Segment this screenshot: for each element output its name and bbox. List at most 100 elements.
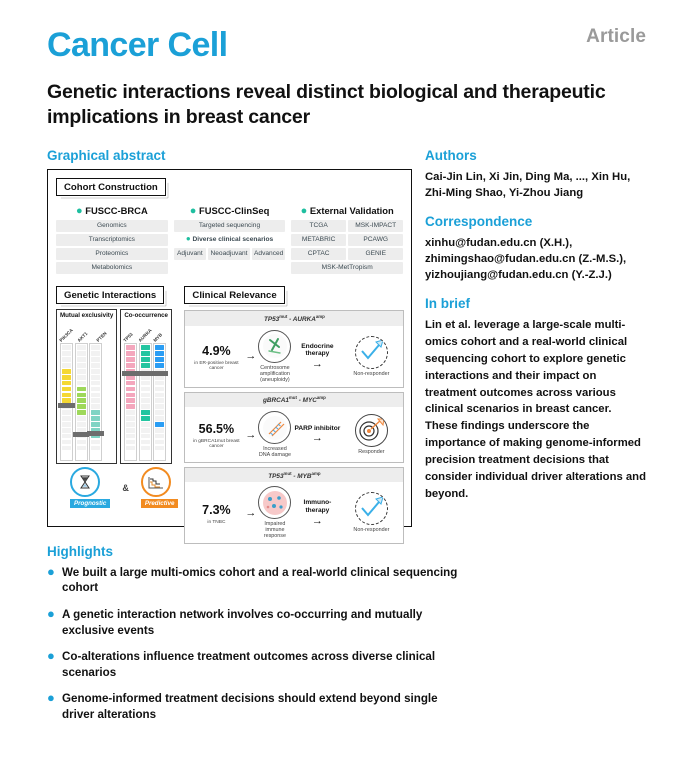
cohort-item: METABRIC — [291, 234, 346, 246]
oncoplot-tracks — [58, 343, 113, 462]
prevalence-stat: 56.5% in gBRCA1mut breast cancer — [189, 420, 243, 449]
cohort-columns: ● FUSCC-BRCA Genomics Transcriptomics Pr… — [56, 205, 404, 276]
cohort-item: GENIE — [348, 248, 404, 260]
cohort-column-title: ● FUSCC-BRCA — [75, 205, 148, 218]
dna-damage-icon — [258, 411, 292, 445]
clinical-relevance-row: TP53mut - AURKAamp 4.9% in ER-positive b… — [184, 310, 405, 388]
highlight-item: ● We built a large multi-omics cohort an… — [47, 563, 467, 596]
correspondence-block: Correspondence xinhu@fudan.edu.cn (X.H.)… — [425, 214, 646, 283]
survival-curve-icon — [140, 467, 171, 498]
correspondence-heading: Correspondence — [425, 213, 533, 229]
treatment-label: Immuno- therapy — [303, 499, 332, 514]
highlight-item: ● Co-alterations influence treatment out… — [47, 649, 467, 680]
cohort-scenario-row: Adjuvant Neoadjuvant Advanced — [173, 248, 286, 262]
gene-track — [151, 343, 169, 462]
graphical-abstract-figure: Cohort Construction ● FUSCC-BRCA Genomic… — [47, 168, 412, 545]
highlight-text: Genome-informed treatment decisions shou… — [62, 692, 438, 722]
graphical-abstract-lower: Genetic Interactions Mutual exclusivity … — [56, 285, 405, 548]
arrow-icon: → — [245, 506, 257, 519]
highlight-text: We built a large multi-omics cohort and … — [62, 565, 458, 595]
authors-list: Cai-Jin Lin, Xi Jin, Ding Ma, ..., Xin H… — [425, 170, 631, 199]
authors-block: Authors Cai-Jin Lin, Xi Jin, Ding Ma, ..… — [425, 148, 646, 201]
interaction-legend: Prognostic & — [56, 467, 179, 509]
cohort-item: Metabolomics — [56, 262, 168, 274]
hourglass-icon — [70, 467, 100, 498]
metadata-column: Authors Cai-Jin Lin, Xi Jin, Ding Ma, ..… — [425, 148, 646, 527]
cohort-item: PCAWG — [348, 234, 404, 246]
cohort-item: TCGA — [291, 220, 346, 232]
cohort-item: Targeted sequencing — [173, 220, 286, 232]
prevalence-value: 7.3% — [202, 502, 231, 517]
highlight-text: Co-alterations influence treatment outco… — [62, 650, 436, 679]
oncoplot-mutual-exclusivity: Mutual exclusivity PIK3CA AKT1 PTEN — [56, 309, 118, 465]
mechanism-label: Impaired immune response — [263, 521, 286, 540]
highlights-section: Highlights ● We built a large multi-omic… — [47, 544, 467, 723]
oncoplot-caption: Mutual exclusivity — [60, 312, 114, 320]
gene-track — [58, 343, 75, 462]
article-type-label: Article — [586, 26, 646, 47]
bullet-dot-icon: ● — [47, 648, 55, 664]
mechanism-block: Increased DNA damage — [258, 411, 292, 458]
treatment-block: PARP inhibitor → — [291, 425, 343, 445]
cohort-column-title: ● External Validation — [300, 205, 394, 218]
clinical-relevance-rows: TP53mut - AURKAamp 4.9% in ER-positive b… — [184, 310, 405, 545]
gene-label: PIK3CA — [58, 327, 74, 344]
genetic-interactions-tag: Genetic Interactions — [56, 286, 165, 305]
immune-cells-icon — [258, 486, 292, 520]
bullet-dot-icon: ● — [300, 205, 308, 218]
clinical-relevance-row: gBRCA1mut - MYCamp 56.5% in gBRCA1mut br… — [184, 391, 405, 464]
legend-predictive: Predictive — [140, 467, 179, 509]
highlight-item: ● Genome-informed treatment decisions sh… — [47, 691, 467, 722]
oncoplot-tracks — [122, 343, 169, 462]
prevalence-value: 4.9% — [202, 343, 231, 358]
cohort-item: MSK-MetTropism — [291, 262, 404, 274]
legend-label: Prognostic — [70, 499, 111, 509]
main-columns: Graphical abstract Cohort Construction ●… — [47, 147, 646, 545]
outcome-block: Non-responder — [343, 335, 399, 377]
gene-label: AKT1 — [76, 331, 89, 344]
prevalence-stat: 4.9% in ER-positive breast cancer — [189, 342, 243, 371]
oncoplot: Mutual exclusivity PIK3CA AKT1 PTEN — [56, 309, 178, 465]
in-brief-text: Lin et al. leverage a large-scale multi-… — [425, 318, 646, 501]
highlight-text: A genetic interaction network involves c… — [62, 607, 423, 637]
treatment-block: Immuno- therapy → — [291, 499, 343, 527]
gene-label-row: PIK3CA AKT1 PTEN — [58, 321, 113, 344]
cohort-item: Proteomics — [56, 248, 168, 260]
outcome-block: Non-responder — [343, 492, 399, 533]
genetic-interactions-panel: Genetic Interactions Mutual exclusivity … — [56, 285, 179, 548]
highlights-heading: Highlights — [47, 543, 113, 559]
correspondence-emails[interactable]: xinhu@fudan.edu.cn (X.H.), zhimingshao@f… — [425, 236, 627, 281]
arrow-icon: → — [311, 358, 323, 371]
bullet-dot-icon: ● — [189, 205, 197, 218]
cohort-db-row: METABRIC PCAWG — [291, 234, 404, 248]
prevalence-note: in gBRCA1mut breast cancer — [193, 439, 240, 450]
oncoplot-caption: Co-occurrence — [124, 312, 168, 320]
prevalence-stat: 7.3% in TNBC — [189, 501, 243, 525]
cohort-db-row: CPTAC GENIE — [291, 248, 404, 262]
gene-pair-banner: gBRCA1mut - MYCamp — [185, 392, 404, 408]
gene-track — [136, 343, 154, 462]
gene-pair-banner: TP53mut - MYBamp — [185, 468, 404, 483]
cohort-item: Neoadjuvant — [208, 248, 250, 260]
clinical-relevance-tag: Clinical Relevance — [184, 286, 285, 305]
highlight-item: ● A genetic interaction network involves… — [47, 605, 467, 638]
bullet-dot-icon: ● — [47, 605, 55, 621]
authors-heading: Authors — [425, 147, 477, 163]
treatment-label: Endocrine therapy — [301, 342, 334, 358]
cohort-item: Transcriptomics — [56, 234, 168, 246]
bullet-dot-icon: ● — [47, 563, 55, 579]
cohort-construction-tag: Cohort Construction — [56, 178, 166, 197]
cohort-fuscc-clinseq: ● FUSCC-ClinSeq Targeted sequencing ● Di… — [173, 205, 286, 276]
arrow-icon: → — [311, 432, 323, 445]
prevalence-note: in ER-positive breast cancer — [194, 360, 239, 371]
arrow-icon: → — [311, 514, 323, 527]
graphical-abstract-column: Graphical abstract Cohort Construction ●… — [47, 147, 412, 545]
cohort-external-validation: ● External Validation TCGA MSK-IMPACT ME… — [291, 205, 404, 276]
graphical-abstract-heading: Graphical abstract — [47, 147, 166, 163]
bullet-dot-icon: ● — [185, 234, 191, 244]
outcome-label: Non-responder — [353, 370, 390, 377]
cohort-item: MSK-IMPACT — [348, 220, 404, 232]
page-title: Genetic interactions reveal distinct bio… — [47, 80, 606, 128]
gene-label: MYB — [152, 332, 164, 344]
